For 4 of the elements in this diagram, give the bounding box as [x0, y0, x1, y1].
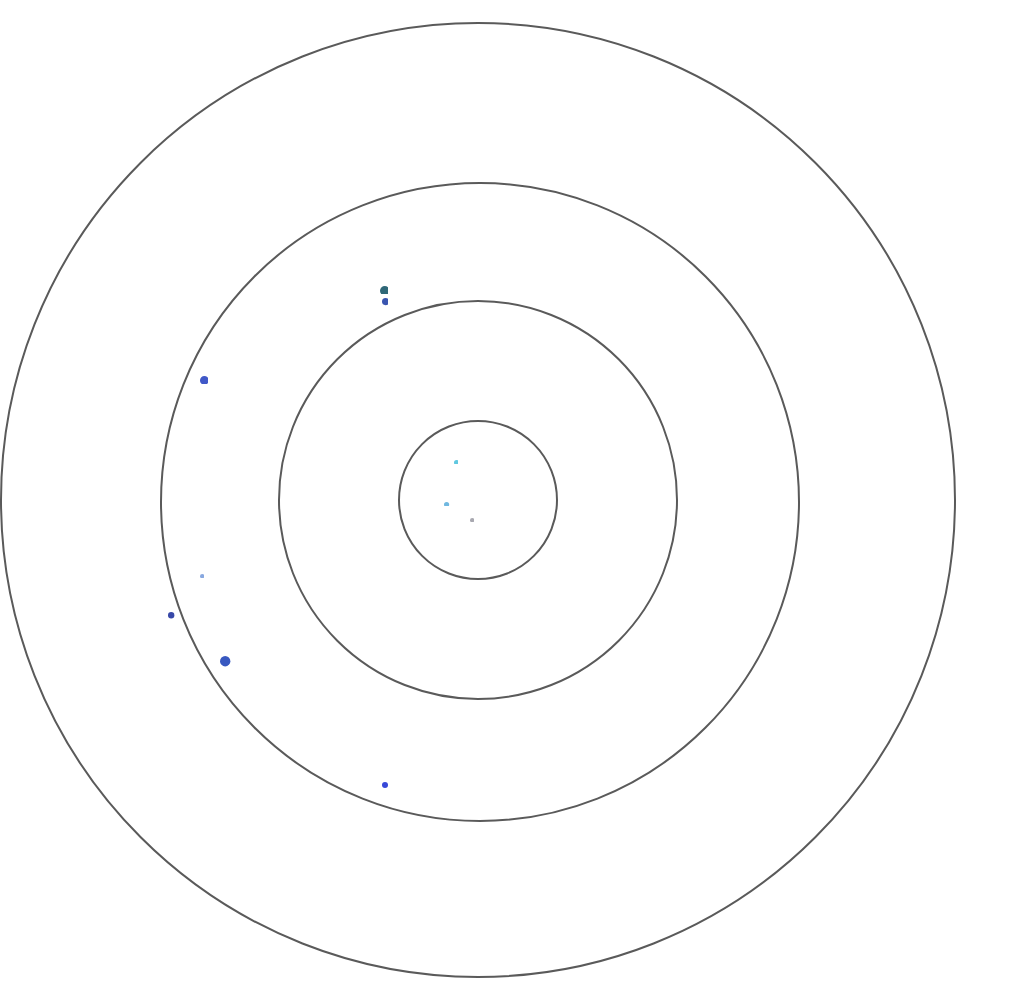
- ring: [398, 420, 559, 581]
- ring: [0, 22, 956, 978]
- ring: [159, 181, 800, 822]
- ring: [278, 300, 679, 701]
